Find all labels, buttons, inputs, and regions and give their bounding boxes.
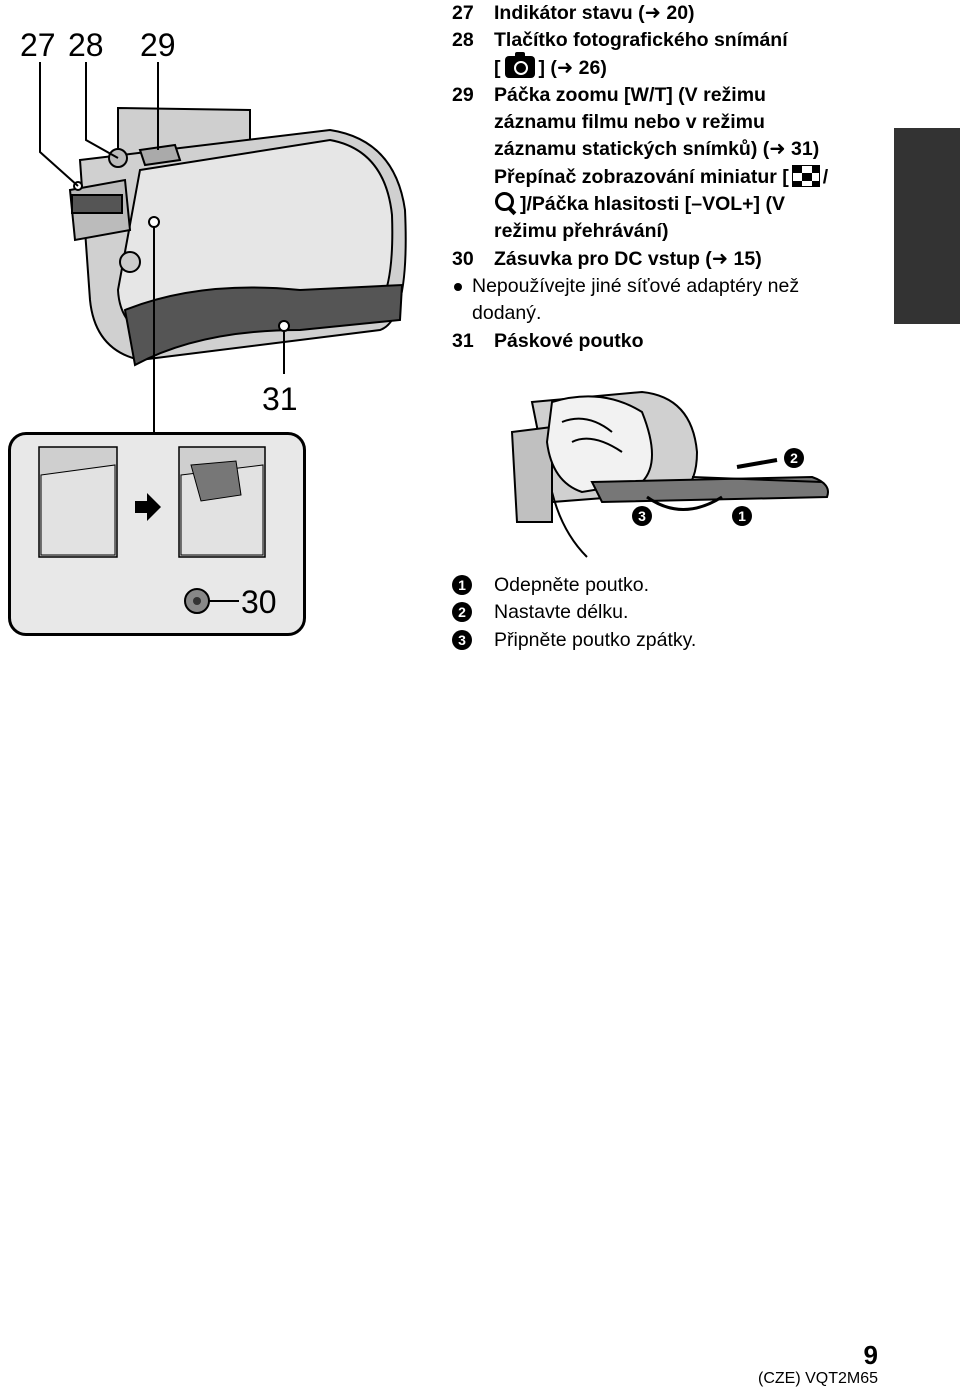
item-number: 28 <box>452 29 474 52</box>
bullet-note: Nepoužívejte jiné síťové adaptéry než do… <box>452 273 872 328</box>
svg-text:2: 2 <box>790 450 798 466</box>
strap-steps: 1 Odepněte poutko. 2 Nastavte délku. 3 P… <box>452 572 696 654</box>
camcorder-figure: 27 28 29 31 <box>20 27 407 432</box>
callout-27: 27 <box>20 27 56 63</box>
callout-30: 30 <box>241 584 277 620</box>
dc-jack-detail-figure: 30 <box>38 446 277 620</box>
camera-icon <box>504 51 535 78</box>
step-marker: 1 <box>452 575 472 595</box>
camcorder-body <box>68 106 407 367</box>
item-text: Páskové poutko <box>494 329 644 352</box>
item-31: 31 Páskové poutko <box>452 328 872 355</box>
curved-arrow-icon <box>646 495 723 511</box>
callout-28: 28 <box>68 27 104 63</box>
zoom-icon <box>494 191 520 215</box>
step-text: Nastavte délku. <box>494 601 629 624</box>
item-27: 27 Indikátor stavu (➜ 20) <box>452 0 872 27</box>
marker-3: 3 <box>632 506 652 526</box>
item-28: 28 Tlačítko fotografického snímání [] (➜… <box>452 29 788 79</box>
page-number: 9 <box>863 1340 878 1370</box>
double-arrow-icon <box>736 458 778 469</box>
step-marker: 3 <box>452 629 472 650</box>
marker-2: 2 <box>784 448 804 468</box>
item-number: 27 <box>452 2 474 24</box>
item-text: Zásuvka pro DC vstup (➜ 15) <box>494 247 762 270</box>
detail-box-dc-jack: 30 <box>8 432 306 636</box>
item-text: Tlačítko fotografického snímání <box>494 29 788 52</box>
section-tab <box>894 128 960 324</box>
step-text: Odepněte poutko. <box>494 574 650 596</box>
svg-text:1: 1 <box>738 508 746 524</box>
callout-29: 29 <box>140 27 176 63</box>
svg-text:3: 3 <box>638 508 646 524</box>
item-29: 29 Páčka zoomu [W/T] (V režimu záznamu f… <box>452 83 829 243</box>
component-list: 27 Indikátor stavu (➜ 20) 28 Tlačítko fo… <box>452 0 872 355</box>
item-number: 29 <box>452 83 474 106</box>
thumbnail-icon <box>791 164 820 187</box>
step-text: Připněte poutko zpátky. <box>494 628 697 651</box>
item-text: Indikátor stavu (➜ 20) <box>494 2 695 24</box>
bullet-icon <box>454 282 462 291</box>
step-marker: 2 <box>452 602 472 623</box>
marker-1: 1 <box>732 506 752 526</box>
document-code: (CZE) VQT2M65 <box>757 1370 878 1387</box>
callout-31: 31 <box>262 381 298 417</box>
arrow-right-icon <box>135 493 161 521</box>
step-1: 1 Odepněte poutko. <box>452 572 696 599</box>
strap-adjust-figure: 2 3 1 <box>510 390 829 558</box>
step-3: 3 Připněte poutko zpátky. <box>452 627 696 654</box>
item-number: 30 <box>452 247 474 270</box>
item-30: 30 Zásuvka pro DC vstup (➜ 15) <box>452 246 872 273</box>
item-number: 31 <box>452 329 474 352</box>
item-text: Páčka zoomu [W/T] (V režimu <box>494 83 766 106</box>
step-2: 2 Nastavte délku. <box>452 599 696 626</box>
